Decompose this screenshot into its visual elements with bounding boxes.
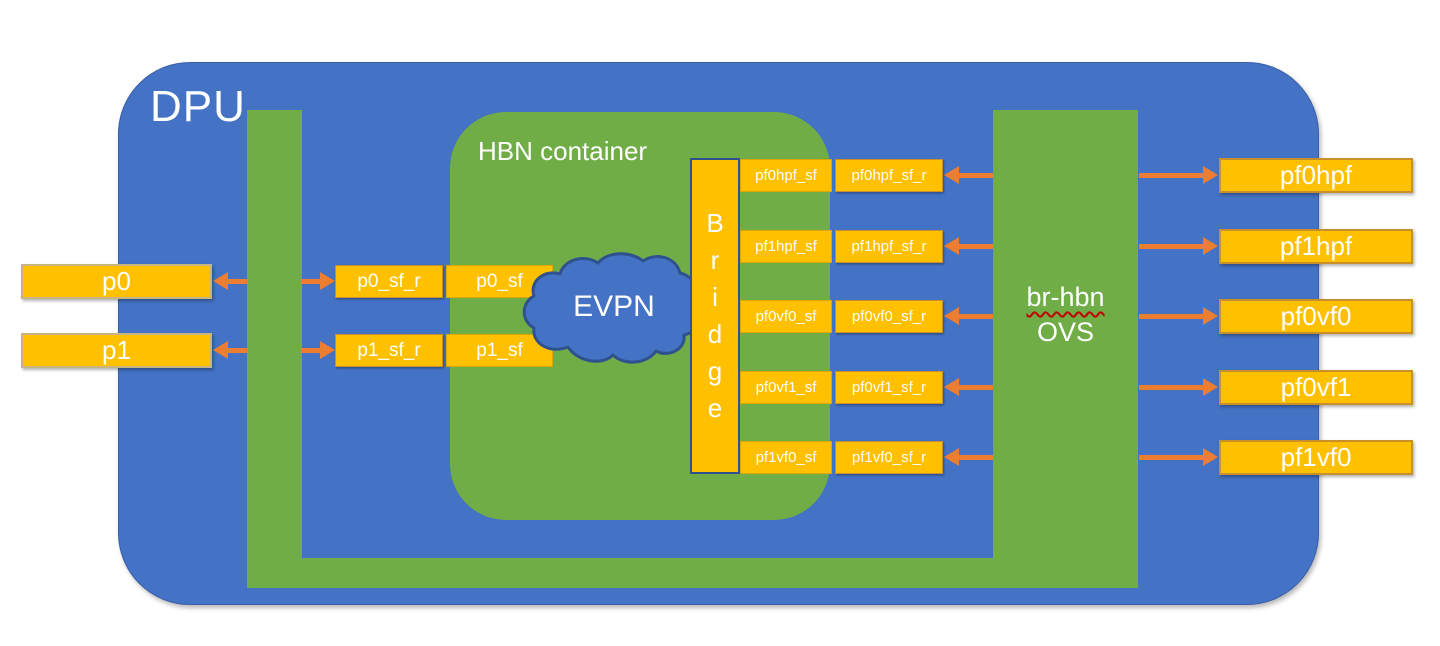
sf-interface-box: pf0hpf_sf: [740, 159, 832, 192]
arrow-right-icon: [1139, 440, 1218, 475]
arrow-left-icon: [944, 158, 993, 193]
arrow-right-icon: [301, 333, 335, 368]
bridge-row-pf1hpf: pf1hpf_sf pf1hpf_sf_r pf1hpf: [0, 229, 1440, 264]
arrow-right-icon: [1139, 299, 1218, 334]
hbn-container-label: HBN container: [478, 136, 648, 166]
evpn-label: EVPN: [573, 290, 655, 323]
ovs-label: OVS: [1036, 317, 1095, 347]
arrow-left-icon: [213, 333, 248, 368]
bridge-letter: d: [707, 319, 723, 349]
ovs-bridge-bar: br-hbn OVS: [993, 110, 1138, 588]
physical-port-box: p1: [21, 333, 212, 368]
arrow-right-icon: [301, 264, 335, 299]
arrow-left-icon: [944, 370, 993, 405]
bridge-row-pf0hpf: pf0hpf_sf pf0hpf_sf_r pf0hpf: [0, 158, 1440, 193]
bridge-letter: e: [707, 393, 723, 423]
sf-interface-box: pf1hpf_sf: [740, 230, 832, 263]
arrow-right-icon: [1139, 370, 1218, 405]
arrow-left-icon: [944, 440, 993, 475]
port-sf-representor-box: p1_sf_r: [335, 334, 443, 367]
arrow-left-icon: [944, 299, 993, 334]
host-port-box: pf1hpf: [1219, 229, 1413, 264]
bridge-row-pf0vf0: pf0vf0_sf pf0vf0_sf_r pf0vf0: [0, 299, 1440, 334]
arrow-right-icon: [1139, 158, 1218, 193]
dpu-label: DPU: [150, 82, 246, 131]
port-row-p0: p0 p0_sf_r p0_sf: [0, 264, 1440, 299]
sf-interface-box: pf0vf1_sf: [740, 371, 832, 404]
bridge-letter: i: [712, 282, 718, 312]
host-port-box: pf0vf1: [1219, 370, 1413, 405]
arrow-left-icon: [944, 229, 993, 264]
uplink-green-bar: [247, 110, 302, 588]
bridge-row-pf0vf1: pf0vf1_sf pf0vf1_sf_r pf0vf1: [0, 370, 1440, 405]
bridge-letter: g: [707, 356, 723, 386]
arrow-right-icon: [1139, 229, 1218, 264]
bridge-box: B r i d g e: [690, 158, 740, 474]
sf-representor-box: pf1hpf_sf_r: [835, 230, 943, 263]
port-sf-representor-box: p0_sf_r: [335, 265, 443, 298]
host-port-box: pf0hpf: [1219, 158, 1413, 193]
sf-representor-box: pf0vf1_sf_r: [835, 371, 943, 404]
sf-representor-box: pf0vf0_sf_r: [835, 300, 943, 333]
evpn-cloud: [522, 252, 702, 364]
physical-port-box: p0: [21, 264, 212, 299]
sf-representor-box: pf1vf0_sf_r: [835, 441, 943, 474]
bridge-letter: B: [706, 208, 724, 238]
sf-representor-box: pf0hpf_sf_r: [835, 159, 943, 192]
sf-interface-box: pf0vf0_sf: [740, 300, 832, 333]
sf-interface-box: pf1vf0_sf: [740, 441, 832, 474]
bridge-row-pf1vf0: pf1vf0_sf pf1vf0_sf_r pf1vf0: [0, 440, 1440, 475]
ovs-bridge-text: br-hbn OVS: [993, 280, 1138, 350]
bridge-letter: r: [710, 245, 720, 275]
br-hbn-label: br-hbn: [1026, 282, 1105, 312]
host-port-box: pf1vf0: [1219, 440, 1413, 475]
arrow-left-icon: [213, 264, 248, 299]
host-port-box: pf0vf0: [1219, 299, 1413, 334]
